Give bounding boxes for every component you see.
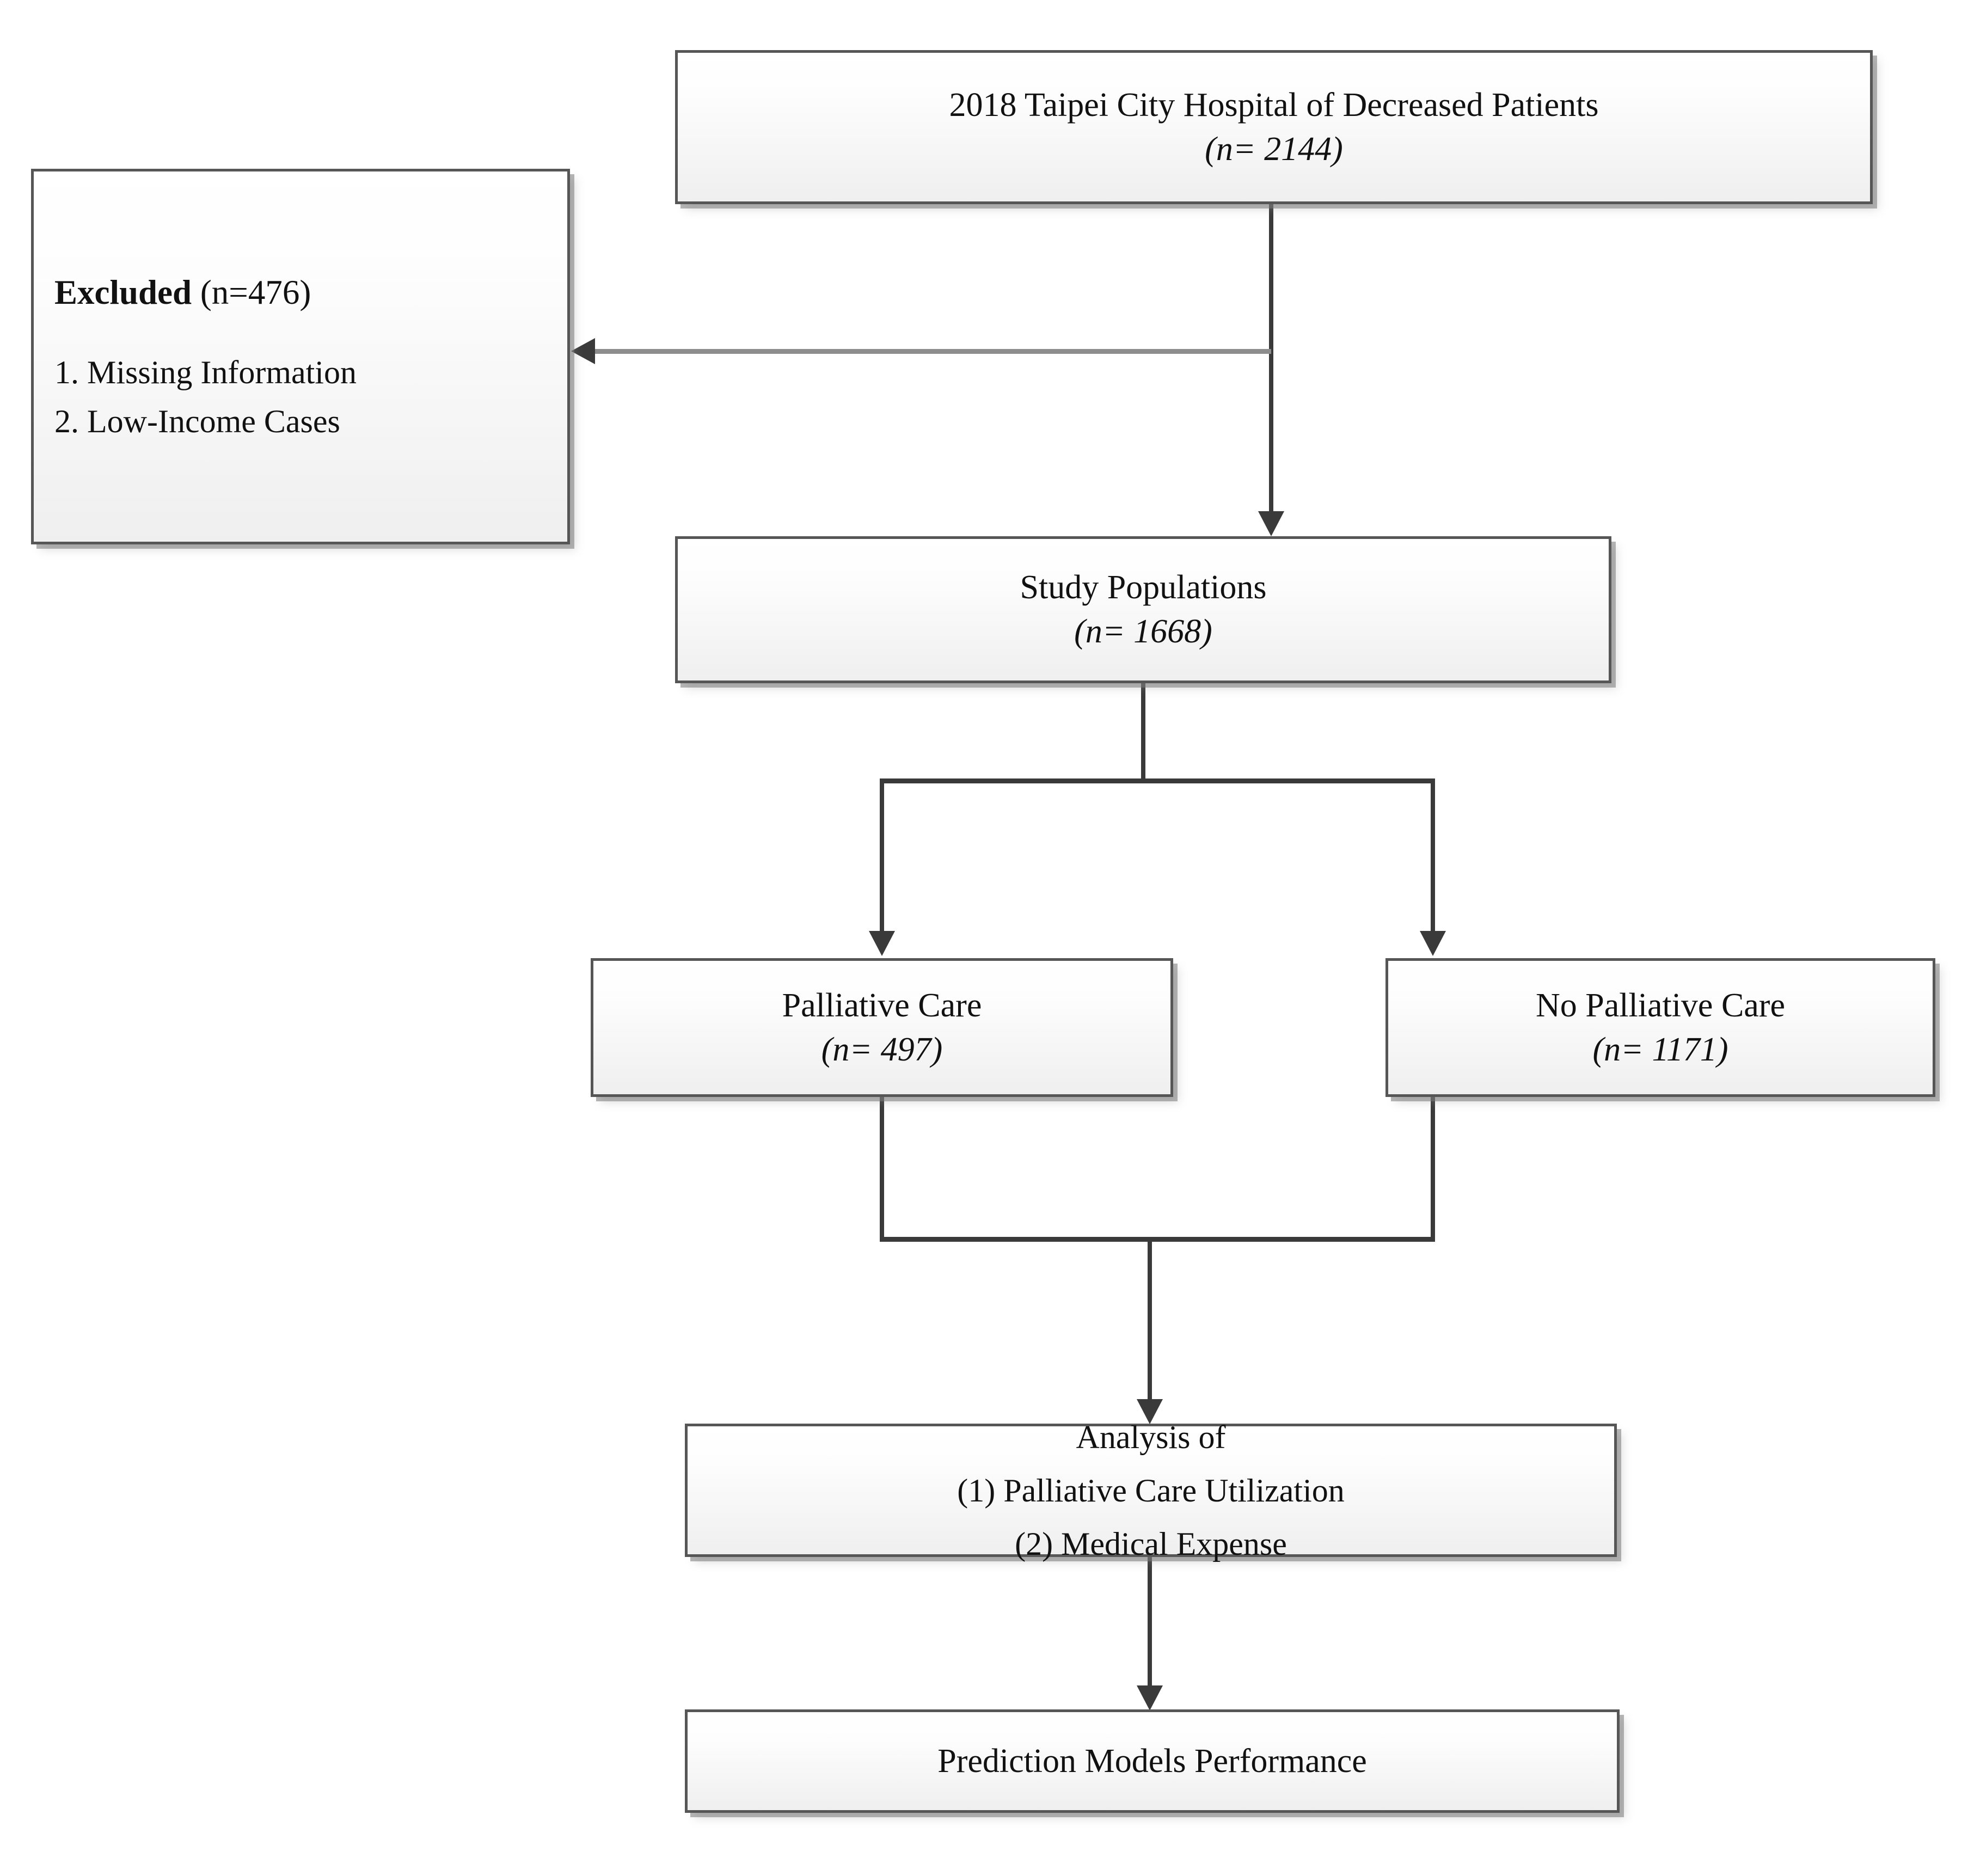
connector-source-to-study <box>1269 204 1273 513</box>
node-source-population: 2018 Taipei City Hospital of Decreased P… <box>675 50 1873 204</box>
no-palliative-title: No Palliative Care <box>1536 986 1785 1024</box>
connector-no-palliative-to-merge <box>1431 1097 1435 1241</box>
excluded-title-bold: Excluded <box>54 273 192 312</box>
arrowhead-source-to-study <box>1258 511 1284 536</box>
analysis-item-1: (1) Palliative Care Utilization <box>957 1472 1345 1509</box>
arrowhead-to-prediction <box>1137 1685 1163 1711</box>
connector-split-bar <box>880 778 1435 783</box>
source-count: (n= 2144) <box>1205 130 1343 168</box>
node-excluded: Excluded (n=476) 1. Missing Information … <box>31 169 570 544</box>
analysis-title: Analysis of <box>1076 1419 1226 1455</box>
prediction-title: Prediction Models Performance <box>937 1742 1367 1780</box>
connector-merge-bar <box>880 1237 1435 1242</box>
connector-merge-to-analysis <box>1148 1237 1152 1400</box>
arrowhead-to-palliative <box>869 931 895 956</box>
source-title: 2018 Taipei City Hospital of Decreased P… <box>949 86 1599 124</box>
study-title: Study Populations <box>1020 569 1267 606</box>
excluded-reason-2: 2. Low-Income Cases <box>54 403 340 439</box>
no-palliative-count: (n= 1171) <box>1592 1031 1728 1068</box>
arrowhead-to-analysis <box>1137 1399 1163 1424</box>
palliative-count: (n= 497) <box>821 1031 943 1068</box>
palliative-title: Palliative Care <box>782 986 982 1024</box>
node-no-palliative-care: No Palliative Care (n= 1171) <box>1385 958 1935 1097</box>
excluded-reason-1: 1. Missing Information <box>54 354 357 390</box>
analysis-item-2: (2) Medical Expense <box>1015 1525 1287 1562</box>
connector-split-to-no-palliative <box>1431 778 1435 932</box>
study-count: (n= 1668) <box>1074 613 1212 650</box>
arrowhead-to-no-palliative <box>1420 931 1446 956</box>
node-analysis: Analysis of (1) Palliative Care Utilizat… <box>685 1419 1617 1562</box>
node-prediction-models: Prediction Models Performance <box>685 1709 1620 1813</box>
node-palliative-care: Palliative Care (n= 497) <box>591 958 1173 1097</box>
connector-study-to-split <box>1141 683 1145 783</box>
excluded-title: Excluded (n=476) <box>54 271 311 315</box>
arrowhead-to-excluded <box>571 338 595 364</box>
connector-palliative-to-merge <box>880 1097 884 1241</box>
connector-analysis-to-prediction <box>1148 1557 1152 1688</box>
excluded-title-count: (n=476) <box>192 273 311 312</box>
connector-split-to-palliative <box>880 778 884 932</box>
connector-to-excluded <box>595 349 1271 354</box>
node-study-populations: Study Populations (n= 1668) <box>675 536 1611 683</box>
